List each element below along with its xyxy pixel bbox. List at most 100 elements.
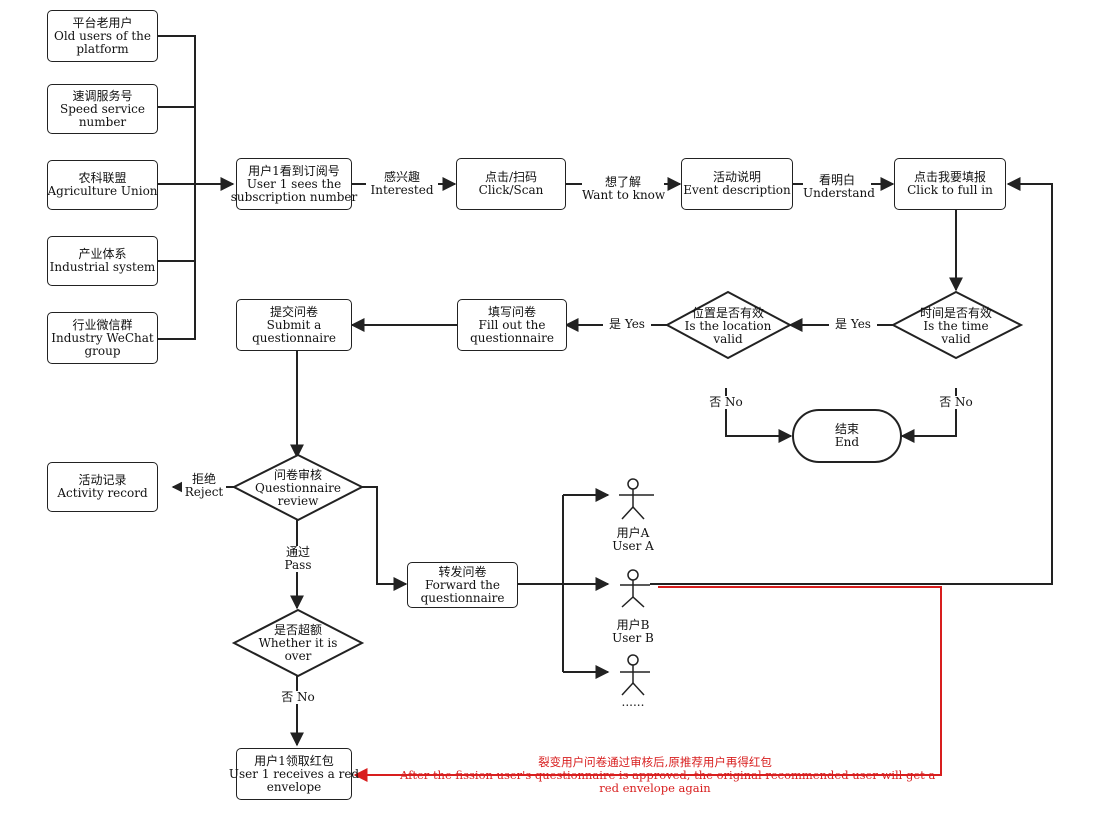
fission-note-en1: After the fission user's questionnaire i… — [400, 768, 936, 782]
pass-en: Pass — [284, 558, 312, 572]
over-zh: 是否超额 — [273, 622, 322, 637]
understand-label: 看明白 Understand — [803, 173, 875, 200]
user-b-en: User B — [612, 631, 654, 645]
location-valid-en1: Is the location — [684, 318, 772, 333]
source-speed-service-zh: 速调服务号 — [72, 88, 133, 103]
fill-out-zh: 填写问卷 — [487, 304, 536, 319]
reject-label: 拒绝 Reject — [182, 473, 226, 499]
forward-zh: 转发问卷 — [438, 564, 487, 579]
time-valid-en1: Is the time — [923, 318, 989, 333]
pass-label: 通过 Pass — [278, 546, 318, 572]
understand-zh: 看明白 — [818, 173, 855, 187]
location-valid-en2: valid — [713, 331, 743, 346]
source-agri-union-zh: 农科联盟 — [78, 171, 127, 185]
source-wechat-group-box: 行业微信群 Industry WeChat group — [47, 312, 158, 364]
end-zh: 结束 — [834, 422, 859, 436]
user-a-label: 用户A User A — [608, 527, 658, 553]
understand-en: Understand — [803, 186, 875, 200]
submit-en2: questionnaire — [252, 330, 336, 345]
click-fill-zh: 点击我要填报 — [913, 170, 986, 184]
source-industrial-system-box: 产业体系 Industrial system — [47, 236, 158, 286]
forward-en2: questionnaire — [420, 590, 505, 605]
source-wechat-group-en1: Industry WeChat — [51, 330, 154, 345]
source-old-users-zh: 平台老用户 — [72, 15, 133, 30]
end-terminal-shape — [792, 409, 902, 463]
source-industrial-system-en1: Industrial system — [49, 260, 156, 274]
yes-location-label: 是 Yes — [603, 318, 651, 331]
review-en2: review — [277, 493, 319, 508]
user-sees-en1: User 1 sees the — [246, 176, 342, 191]
review-flow-arrows — [171, 177, 1053, 747]
source-old-users-en2: platform — [76, 41, 129, 56]
time-valid-text: 时间是否有效 Is the time valid — [903, 305, 1009, 347]
event-desc-box: 活动说明 Event description — [681, 158, 793, 210]
source-connectors — [158, 35, 235, 340]
click-scan-en1: Click/Scan — [478, 183, 544, 197]
want-know-en: Want to know — [582, 188, 666, 202]
fission-note: 裂变用户问卷通过审核后,原推荐用户再得红包 After the fission … — [400, 755, 936, 795]
forward-en1: Forward the — [425, 577, 500, 592]
time-valid-diamond — [890, 290, 1024, 360]
fission-note-zh: 裂变用户问卷通过审核后,原推荐用户再得红包 — [538, 755, 772, 769]
reject-en: Reject — [184, 485, 224, 499]
user-sees-en2: subscription number — [230, 189, 358, 204]
user-sees-zh: 用户1看到订阅号 — [248, 163, 340, 178]
click-fill-box: 点击我要填报 Click to full in — [894, 158, 1006, 210]
fill-out-box: 填写问卷 Fill out the questionnaire — [457, 299, 567, 351]
red-feedback-arrow — [353, 586, 942, 782]
source-wechat-group-zh: 行业微信群 — [72, 317, 133, 332]
activity-record-en1: Activity record — [57, 486, 148, 500]
location-valid-diamond — [664, 290, 793, 360]
over-en2: over — [284, 648, 312, 663]
end-text: 结束 End — [793, 410, 901, 462]
location-valid-zh: 位置是否有效 — [691, 305, 764, 320]
over-diamond — [231, 608, 365, 678]
click-scan-box: 点击/扫码 Click/Scan — [456, 158, 566, 210]
time-valid-zh: 时间是否有效 — [919, 305, 992, 320]
user-more-figure — [620, 654, 650, 696]
user-a-figure — [619, 478, 654, 520]
receive-box: 用户1领取红包 User 1 receives a red envelope — [229, 748, 359, 800]
want-know-label: 想了解 Want to know — [582, 175, 666, 202]
user-b-figure — [620, 569, 650, 608]
user-more-label: ...... — [608, 696, 658, 709]
time-valid-en2: valid — [941, 331, 971, 346]
submit-en1: Submit a — [266, 317, 322, 332]
source-speed-service-box: 速调服务号 Speed service number — [47, 84, 158, 134]
interested-zh: 感兴趣 — [383, 170, 420, 184]
source-agri-union-box: 农科联盟 Agriculture Union — [47, 160, 158, 210]
source-wechat-group-en2: group — [84, 343, 121, 358]
review-en1: Questionnaire — [255, 480, 341, 495]
user-sees-box: 用户1看到订阅号 User 1 sees the subscription nu… — [231, 158, 357, 210]
fission-note-en2: red envelope again — [599, 781, 711, 795]
source-speed-service-en1: Speed service — [59, 101, 146, 116]
submit-zh: 提交问卷 — [269, 304, 318, 319]
want-know-zh: 想了解 — [604, 175, 641, 189]
user-a-zh: 用户A — [616, 526, 650, 540]
review-text: 问卷审核 Questionnaire review — [248, 467, 348, 509]
pass-zh: 通过 — [285, 545, 310, 559]
no-time-label: 否 No — [934, 396, 978, 409]
user-b-label: 用户B User B — [608, 619, 658, 645]
yes-time-label: 是 Yes — [829, 318, 877, 331]
source-industrial-system-zh: 产业体系 — [78, 247, 127, 261]
click-scan-zh: 点击/扫码 — [484, 170, 538, 184]
interested-label: 感兴趣 Interested — [366, 171, 438, 197]
activity-record-zh: 活动记录 — [78, 473, 127, 487]
activity-record-box: 活动记录 Activity record — [47, 462, 158, 512]
receive-en1: User 1 receives a red — [228, 766, 360, 781]
receive-en2: envelope — [266, 779, 322, 794]
decision-diamonds — [231, 290, 1024, 678]
user-more-zh: ...... — [621, 695, 645, 709]
source-agri-union-en1: Agriculture Union — [47, 184, 158, 198]
receive-zh: 用户1领取红包 — [254, 753, 334, 768]
submit-box: 提交问卷 Submit a questionnaire — [236, 299, 352, 351]
event-desc-zh: 活动说明 — [712, 170, 761, 184]
no-over-label: 否 No — [276, 691, 320, 704]
location-valid-text: 位置是否有效 Is the location valid — [675, 305, 781, 347]
interested-en: Interested — [370, 183, 434, 197]
click-fill-en1: Click to full in — [907, 183, 993, 197]
fill-out-en2: questionnaire — [470, 330, 554, 345]
reject-zh: 拒绝 — [191, 472, 216, 486]
